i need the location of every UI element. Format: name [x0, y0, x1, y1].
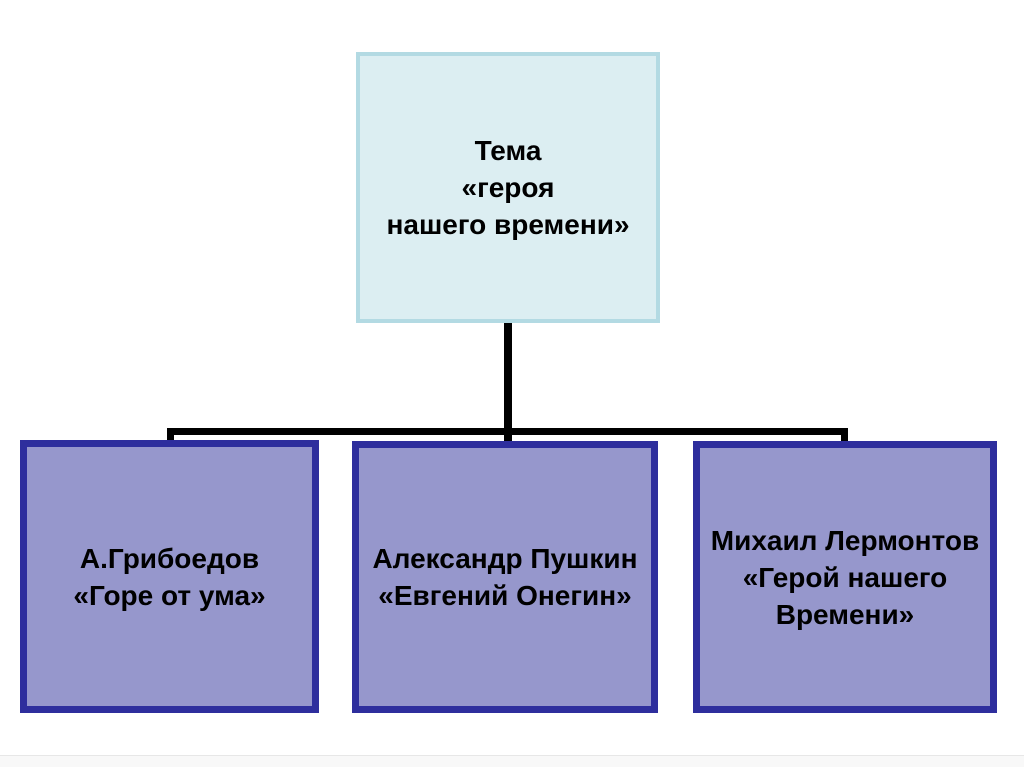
- child-node-griboedov: А.Грибоедов «Горе от ума»: [20, 440, 319, 713]
- connector-stub-left: [167, 428, 174, 442]
- connector-stub-right: [841, 428, 848, 442]
- child-node-griboedov-label: А.Грибоедов «Горе от ума»: [73, 542, 266, 611]
- root-node-label: Тема «героя нашего времени»: [386, 135, 630, 240]
- connector-horizontal: [167, 428, 848, 435]
- child-node-lermontov: Михаил Лермонтов «Герой нашего Времени»: [693, 441, 997, 713]
- child-node-lermontov-label: Михаил Лермонтов «Герой нашего Времени»: [710, 524, 980, 630]
- footer-strip: [0, 755, 1024, 767]
- child-node-pushkin-label: Александр Пушкин «Евгений Онегин»: [372, 543, 638, 611]
- child-node-pushkin: Александр Пушкин «Евгений Онегин»: [352, 441, 658, 713]
- connector-vertical-main: [504, 323, 512, 442]
- root-node-theme: Тема «героя нашего времени»: [356, 52, 660, 323]
